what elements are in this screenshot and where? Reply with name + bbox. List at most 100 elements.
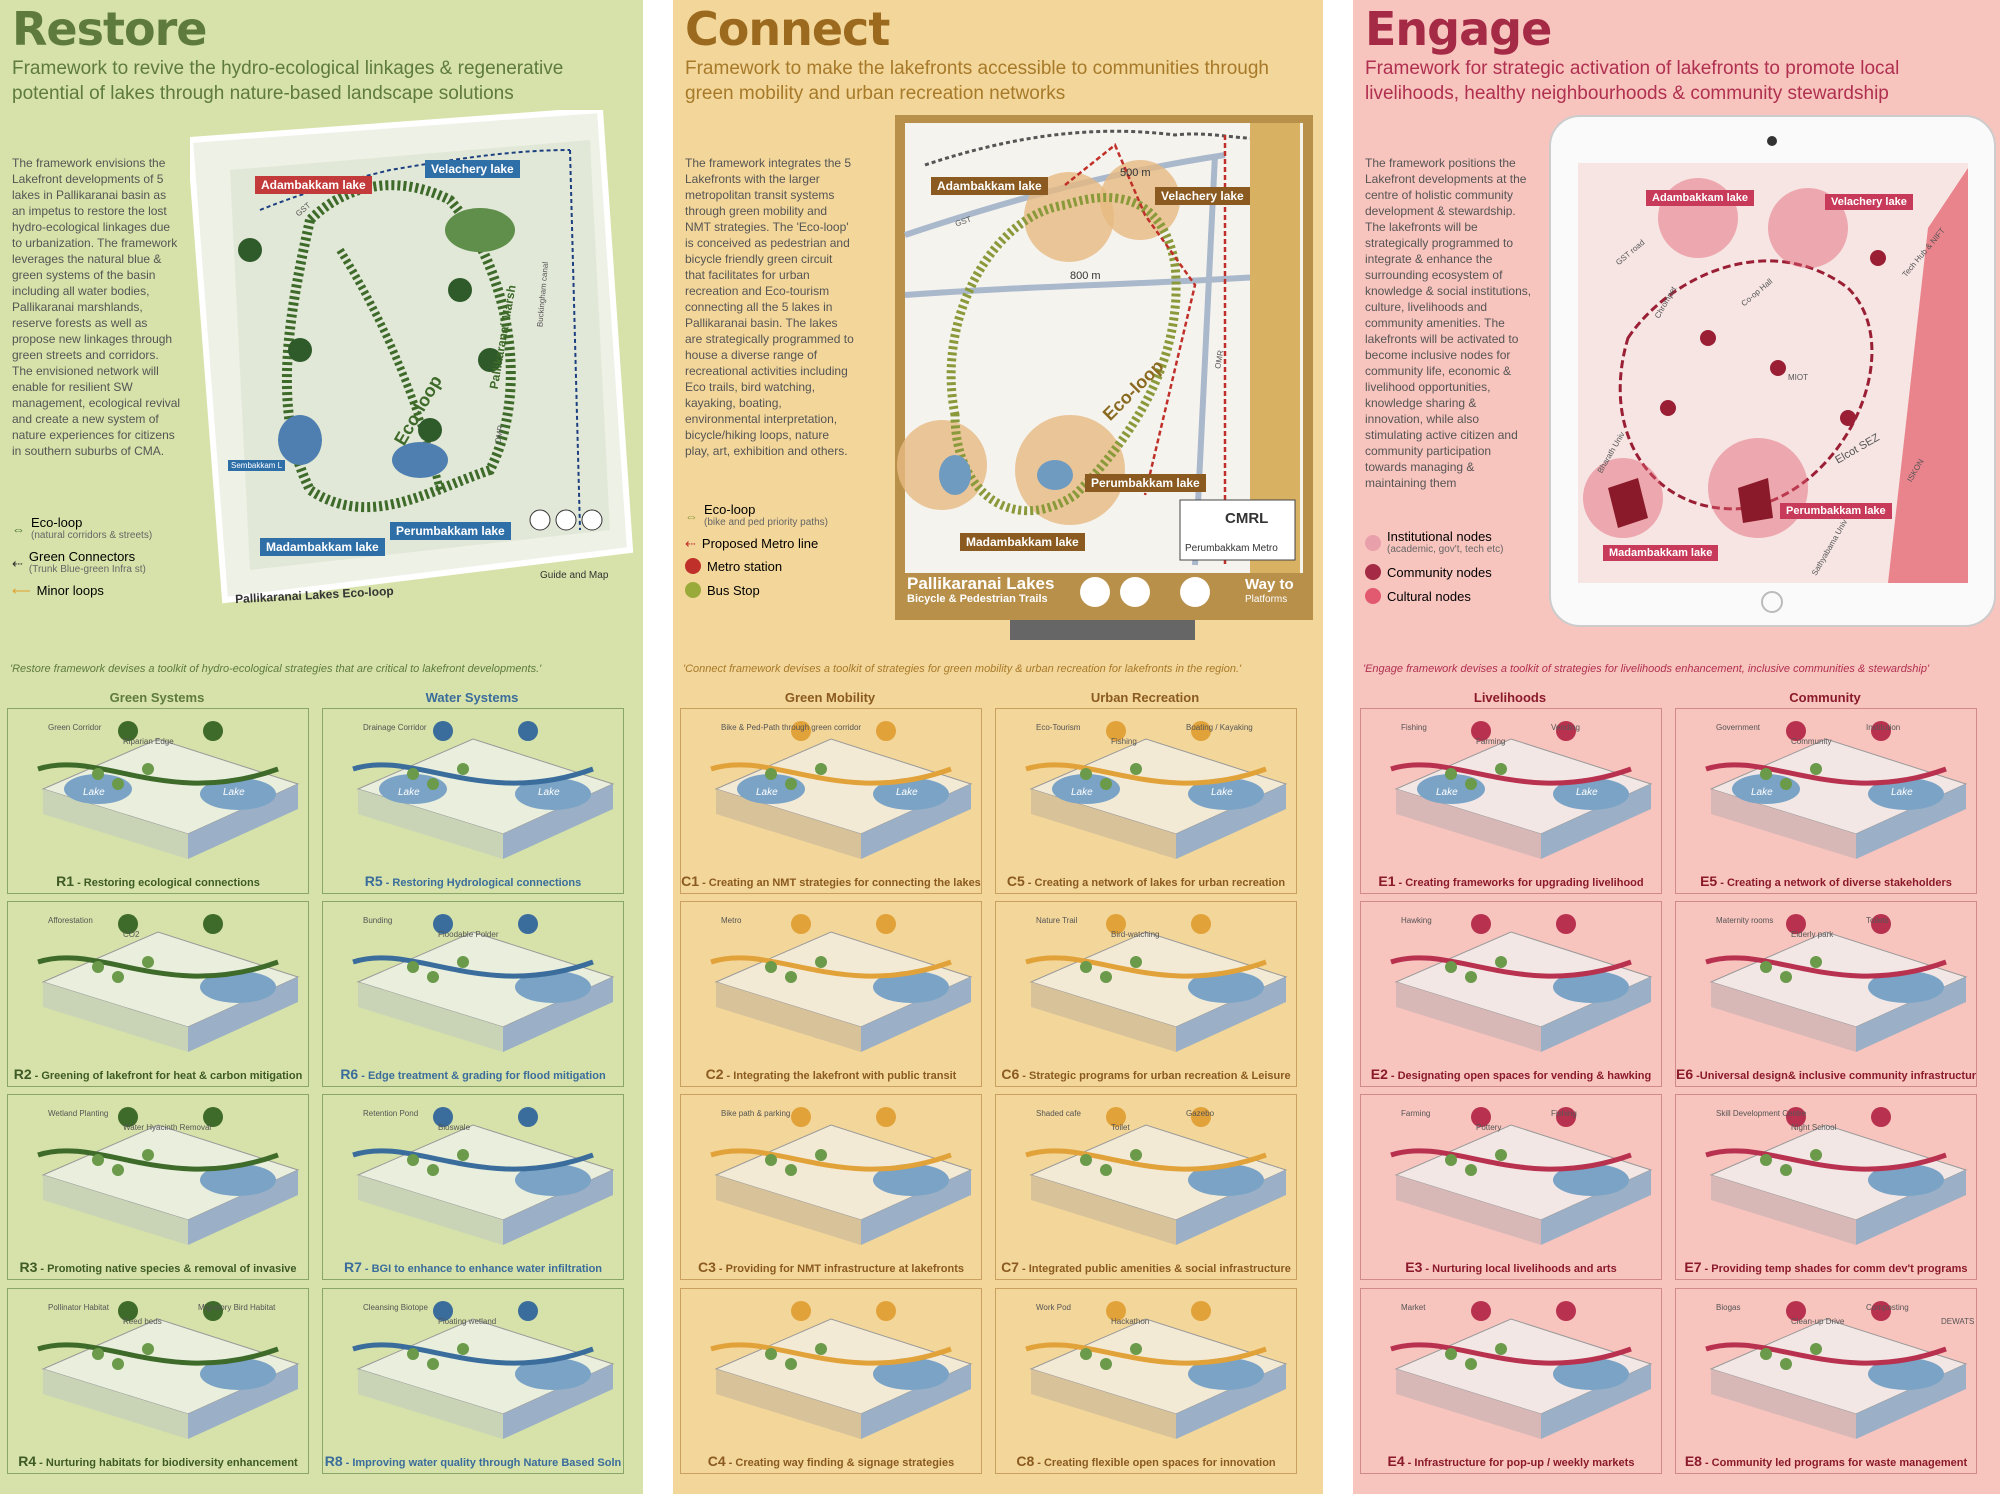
strategy-code: C5 (1006, 873, 1025, 889)
connect-map-800m-label: 800 m (1070, 270, 1101, 282)
strategy-card-label: C7- Integrated public amenities & social… (996, 1259, 1296, 1275)
connect-map-500m-label: 500 m (1120, 167, 1151, 179)
strategy-card-label: C1- Creating an NMT strategies for conne… (681, 873, 981, 889)
card-tag: Metro (721, 916, 742, 925)
strategy-text: - Providing for NMT infrastructure at la… (718, 1263, 964, 1275)
engage-legend: Institutional nodes(academic, gov't, tec… (1365, 530, 1503, 612)
card-tag: Bike & Ped-Path through green corridor (721, 723, 862, 732)
connect-map-lake-adambakkam: Adambakkam lake (931, 177, 1048, 195)
restore-group-green: Green Systems (109, 690, 205, 705)
strategy-code: R8 (324, 1453, 343, 1469)
card-tag: Lake (756, 787, 778, 798)
block-diagram-illustration (710, 914, 973, 1052)
engage-group-community: Community (1789, 690, 1861, 705)
block-diagram-illustration (37, 914, 300, 1052)
restore-map-sembakkam-label: Sembakkam L (228, 460, 286, 471)
strategy-code: E4 (1387, 1453, 1405, 1469)
card-tag: Hackathon (1111, 1317, 1150, 1326)
minor-loop-arrow-icon: ⟵ (12, 583, 31, 598)
strategy-card-label: E2- Designating open spaces for vending … (1361, 1066, 1661, 1082)
strategy-card-label: E6-Universal design& inclusive community… (1676, 1066, 1976, 1082)
strategy-card-label: E1- Creating frameworks for upgrading li… (1361, 873, 1661, 889)
strategy-code: C3 (698, 1259, 716, 1275)
strategy-card-label: R1- Restoring ecological connections (8, 873, 308, 889)
restore-map-lake-adambakkam: Adambakkam lake (255, 176, 372, 194)
card-tag: Work Pod (1036, 1303, 1071, 1312)
train-icon (685, 558, 701, 574)
strategy-text: - Creating flexible open spaces for inno… (1037, 1457, 1276, 1469)
strategy-code: E5 (1700, 873, 1718, 889)
card-tag: Fishing (1401, 723, 1427, 732)
connect-metro-label: Perumbakkam Metro (1185, 543, 1278, 554)
card-tag: Gazebo (1186, 1109, 1215, 1118)
card-tag: Biogas (1716, 1303, 1741, 1312)
card-tag: Lake (1211, 787, 1233, 798)
card-tag: Farming (1401, 1109, 1431, 1118)
strategy-card-label: C6- Strategic programs for urban recreat… (996, 1066, 1296, 1082)
connect-subtitle: Framework to make the lakefronts accessi… (685, 58, 1269, 104)
restore-body: The framework envisions the Lakefront de… (12, 156, 181, 458)
connect-map: Adambakkam lake Velachery lake Perumbakk… (895, 115, 1313, 640)
restore-map-guide-label: Guide and Map (540, 570, 609, 581)
card-tag: Boating / Kayaking (1186, 723, 1253, 732)
card-tag: Vending (1551, 723, 1580, 732)
card-tag: Maternity rooms (1716, 916, 1774, 925)
engage-map: Adambakkam lake Velachery lake Perumbakk… (1548, 108, 1998, 638)
strategy-code: C2 (705, 1066, 724, 1082)
card-tag: Wetland Planting (48, 1109, 109, 1118)
block-diagram-illustration (352, 1301, 615, 1439)
connect-body: The framework integrates the 5 Lakefront… (685, 156, 854, 458)
card-tag: Skill Development Centre (1716, 1109, 1807, 1118)
engage-group-livelihoods: Livelihoods (1473, 690, 1547, 705)
strategy-card-label: E3- Nurturing local livelihoods and arts (1361, 1259, 1661, 1275)
strategy-text: - Creating a network of diverse stakehol… (1720, 877, 1952, 889)
strategy-code: R1 (56, 873, 75, 889)
block-diagram-illustration (37, 1107, 300, 1245)
card-tag: Pottery (1476, 1123, 1502, 1132)
restore-map-drawing (190, 110, 634, 604)
block-diagram-illustration (352, 1107, 615, 1245)
block-diagram-illustration (1025, 914, 1288, 1052)
card-tag: Pollinator Habitat (48, 1303, 109, 1312)
strategy-code: R4 (18, 1453, 37, 1469)
engage-legend-institutional: Institutional nodes(academic, gov't, tec… (1365, 530, 1503, 556)
card-tag: Lake (1436, 787, 1458, 798)
card-tag: Fishing (1111, 737, 1137, 746)
strategy-card-label: C3- Providing for NMT infrastructure at … (681, 1259, 981, 1275)
strategy-text: - Greening of lakefront for heat & carbo… (34, 1070, 303, 1082)
card-tag: Nature Trail (1036, 916, 1078, 925)
strategy-text: - Creating an NMT strategies for connect… (702, 877, 981, 889)
block-diagram-illustration (352, 721, 615, 859)
strategy-code: E2 (1370, 1066, 1388, 1082)
card-tag: Water Hyacinth Removal (123, 1123, 212, 1132)
card-tag: Lake (538, 787, 560, 798)
block-diagram-illustration (1390, 1301, 1653, 1439)
engage-panel: Engage Framework for strategic activatio… (1353, 0, 2000, 1494)
card-tag: Toilets (1866, 916, 1889, 925)
card-tag: Lake (398, 787, 420, 798)
strategy-card-label: R6- Edge treatment & grading for flood m… (323, 1066, 623, 1082)
strategy-text: - Infrastructure for pop-up / weekly mar… (1407, 1457, 1635, 1469)
connect-cmrl-logo: CMRL (1225, 510, 1269, 527)
block-diagram-illustration (352, 914, 615, 1052)
card-tag: Lake (896, 787, 918, 798)
block-diagram-illustration (710, 1107, 973, 1245)
block-diagram-illustration (1390, 914, 1653, 1052)
card-tag: Community (1791, 737, 1832, 746)
card-tag: Lake (223, 787, 245, 798)
ecoloop-arrow-icon: ⇔ (12, 521, 25, 537)
engage-legend-cultural: Cultural nodes (1365, 588, 1503, 604)
engage-subtitle: Framework for strategic activation of la… (1365, 58, 1900, 104)
card-tag: Bike path & parking (721, 1109, 791, 1118)
